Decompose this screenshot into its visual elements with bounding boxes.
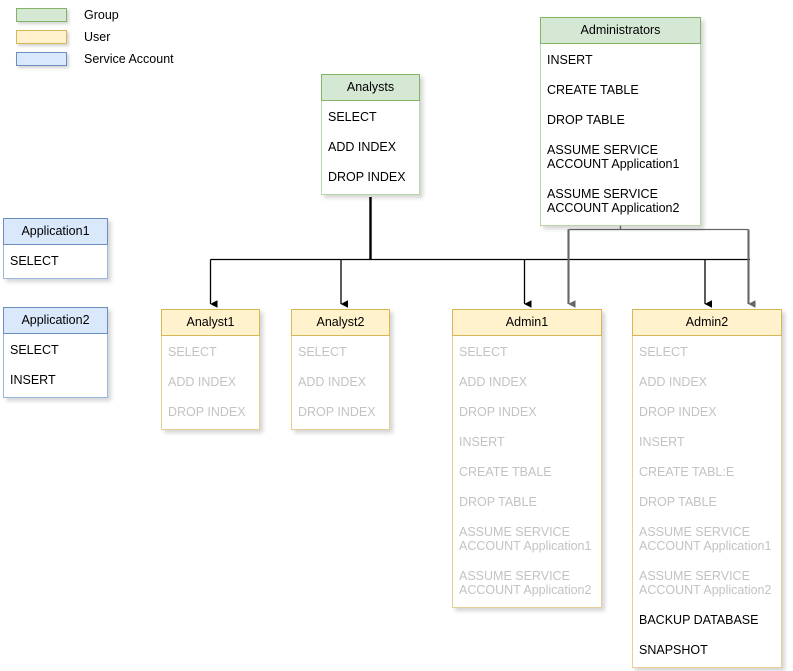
node-admin1-title: Admin1 [452,309,602,336]
node-admin1-permissions-item: CREATE TBALE [459,465,552,479]
node-analyst1-permissions-item: SELECT [168,345,217,359]
node-admin2-permissions-item: ASSUME SERVICE ACCOUNT Application1 [639,525,772,553]
node-admin1-permissions-item: ASSUME SERVICE ACCOUNT Application2 [459,569,592,597]
node-admin1-permissions-item: INSERT [459,435,505,449]
node-application2-permissions-item: SELECT [10,343,59,357]
node-admin2-permissions-item: DROP INDEX [639,405,717,419]
node-analyst2-permissions-item: SELECT [298,345,347,359]
node-administrators-permissions-item: INSERT [547,53,593,67]
legend-item-service-account: Service Account [16,50,216,68]
node-analyst1[interactable]: Analyst1 SELECT ADD INDEX DROP INDEX [161,309,260,430]
node-admin1-permissions-item: SELECT [459,345,508,359]
node-application1-permissions-item: SELECT [10,254,59,268]
node-admin2-permissions-item: SNAPSHOT [639,643,708,657]
legend-label-user: User [84,30,111,44]
node-analysts-permissions: SELECT ADD INDEX DROP INDEX [321,101,420,195]
node-admin2-permissions-item: DROP TABLE [639,495,717,509]
node-admin1-permissions-item: DROP TABLE [459,495,537,509]
node-application1[interactable]: Application1 SELECT [3,218,108,279]
node-admin1-permissions-item: DROP INDEX [459,405,537,419]
node-administrators[interactable]: Administrators INSERT CREATE TABLE DROP TA… [540,17,701,226]
legend-label-service-account: Service Account [84,52,174,66]
node-admin2-permissions-item: INSERT [639,435,685,449]
legend-label-group: Group [84,8,119,22]
node-administrators-permissions-item: CREATE TABLE [547,83,639,97]
node-admin2-permissions: SELECT ADD INDEX DROP INDEX INSERT CREATE TA… [632,336,782,668]
node-analyst2-permissions-item: DROP INDEX [298,405,376,419]
node-analysts-permissions-item: DROP INDEX [328,170,406,184]
node-administrators-permissions: INSERT CREATE TABLE DROP TABLE ASSUME SERVI… [540,44,701,226]
node-application2-permissions: SELECT INSERT [3,334,108,398]
node-analyst2-permissions: SELECT ADD INDEX DROP INDEX [291,336,390,430]
node-admin2-permissions-item: CREATE TABL:E [639,465,735,479]
legend-swatch-service-account [16,52,67,66]
node-administrators-permissions-item: ASSUME SERVICE ACCOUNT Application1 [547,143,680,171]
node-admin1[interactable]: Admin1 SELECT ADD INDEX DROP INDEX INSERT CR… [452,309,602,608]
node-admin1-permissions-item: ASSUME SERVICE ACCOUNT Application1 [459,525,592,553]
node-analysts[interactable]: Analysts SELECT ADD INDEX DROP INDEX [321,74,420,195]
node-analyst1-title: Analyst1 [161,309,260,336]
node-admin2[interactable]: Admin2 SELECT ADD INDEX DROP INDEX INSERT CR… [632,309,782,668]
node-administrators-permissions-item: DROP TABLE [547,113,625,127]
node-analyst2-permissions-item: ADD INDEX [298,375,367,389]
node-admin2-permissions-item: BACKUP DATABASE [639,613,759,627]
legend-swatch-group [16,8,67,22]
node-admin1-permissions-item: ADD INDEX [459,375,528,389]
node-admin2-permissions-item: SELECT [639,345,688,359]
node-analyst2-title: Analyst2 [291,309,390,336]
node-application2-title: Application2 [3,307,108,334]
node-admin1-permissions: SELECT ADD INDEX DROP INDEX INSERT CREATE TB… [452,336,602,608]
legend: Group User Service Account [16,6,216,72]
node-analyst1-permissions-item: ADD INDEX [168,375,237,389]
legend-item-user: User [16,28,216,46]
node-admin2-title: Admin2 [632,309,782,336]
node-analyst1-permissions: SELECT ADD INDEX DROP INDEX [161,336,260,430]
node-analysts-title: Analysts [321,74,420,101]
node-application2[interactable]: Application2 SELECT INSERT [3,307,108,398]
legend-swatch-user [16,30,67,44]
node-analysts-permissions-item: ADD INDEX [328,140,397,154]
legend-item-group: Group [16,6,216,24]
node-analyst2[interactable]: Analyst2 SELECT ADD INDEX DROP INDEX [291,309,390,430]
node-application2-permissions-item: INSERT [10,373,56,387]
node-administrators-title: Administrators [540,17,701,44]
node-admin2-permissions-item: ASSUME SERVICE ACCOUNT Application2 [639,569,772,597]
node-analysts-permissions-item: SELECT [328,110,377,124]
node-administrators-permissions-item: ASSUME SERVICE ACCOUNT Application2 [547,187,680,215]
node-application1-title: Application1 [3,218,108,245]
node-analyst1-permissions-item: DROP INDEX [168,405,246,419]
node-application1-permissions: SELECT [3,245,108,279]
node-admin2-permissions-item: ADD INDEX [639,375,708,389]
